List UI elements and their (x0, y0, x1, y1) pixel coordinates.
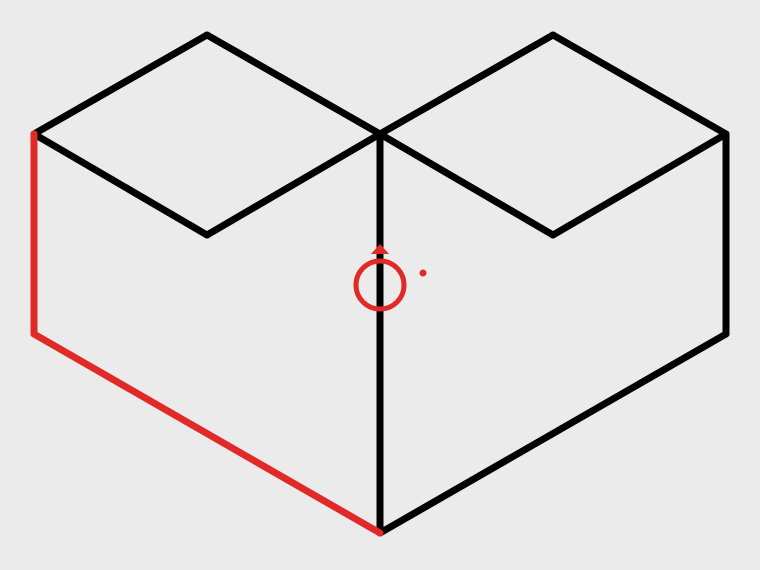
edge-top-left-up[interactable] (30, 31, 211, 138)
cursor-arrow-up-icon (371, 244, 389, 254)
cursor-ring-icon[interactable] (353, 258, 407, 312)
figure (30, 31, 730, 537)
edge-mid-left-up[interactable] (203, 130, 384, 239)
edge-top-right-down[interactable] (549, 31, 730, 138)
edge-top-right-up[interactable] (376, 31, 557, 138)
cursor-dot-icon (419, 269, 427, 277)
edge-mid-right-down[interactable] (376, 130, 557, 239)
edge-bottom-right[interactable] (376, 330, 730, 537)
edge-mid-right-up[interactable] (549, 130, 730, 239)
cursor[interactable] (353, 244, 427, 312)
edge-mid-left-down[interactable] (30, 130, 211, 239)
edge-bottom-left-traced (30, 330, 384, 537)
edge-top-left-right[interactable] (203, 31, 384, 138)
